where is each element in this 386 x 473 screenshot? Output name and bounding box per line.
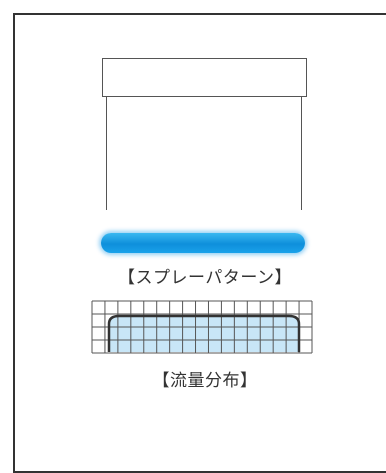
nozzle-right-edge	[301, 96, 302, 210]
nozzle-head	[102, 58, 307, 97]
flow-distribution-caption: 【流量分布】	[152, 371, 258, 391]
spray-pattern-bar	[101, 233, 305, 253]
nozzle-left-edge	[106, 96, 107, 210]
spray-pattern-caption: 【スプレーパターン】	[118, 268, 292, 288]
flow-distribution-fill	[109, 316, 299, 352]
flow-grid-lines	[91, 300, 313, 354]
flow-distribution-chart	[91, 300, 313, 354]
flow-distribution-curve	[107, 314, 301, 352]
